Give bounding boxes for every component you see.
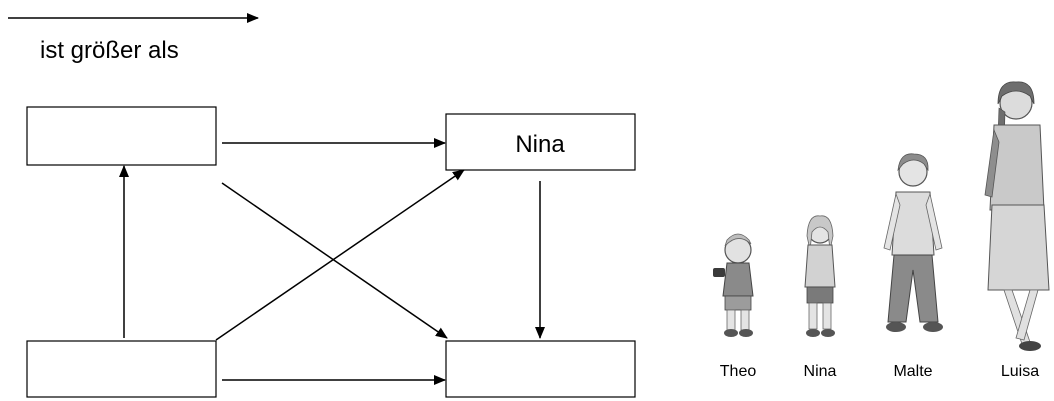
legend-label: ist größer als — [40, 37, 179, 64]
children-lineup: Theo Nina — [713, 81, 1050, 380]
child-figure-theo: Theo — [713, 233, 757, 380]
child-name-label: Nina — [804, 363, 837, 380]
arrow-bottomleft-to-topright — [215, 169, 465, 341]
child-illustration — [883, 153, 943, 332]
box-label: Nina — [515, 131, 565, 158]
box-bottom-right — [445, 340, 636, 398]
child-figure-malte: Malte — [883, 153, 943, 380]
child-illustration — [984, 81, 1050, 351]
child-name-label: Luisa — [1001, 363, 1039, 380]
arrow-topleft-to-bottomright — [221, 182, 448, 339]
child-figure-luisa: Luisa — [984, 81, 1050, 380]
box-top-right: Nina — [445, 113, 636, 171]
child-name-label: Malte — [893, 363, 932, 380]
box-bottom-left — [26, 340, 217, 398]
arrows — [119, 138, 545, 385]
child-illustration — [713, 233, 754, 337]
box-top-left — [26, 106, 217, 166]
child-figure-nina: Nina — [804, 215, 837, 380]
child-name-label: Theo — [720, 363, 757, 380]
legend: ist größer als — [8, 13, 259, 64]
child-illustration — [804, 215, 836, 337]
